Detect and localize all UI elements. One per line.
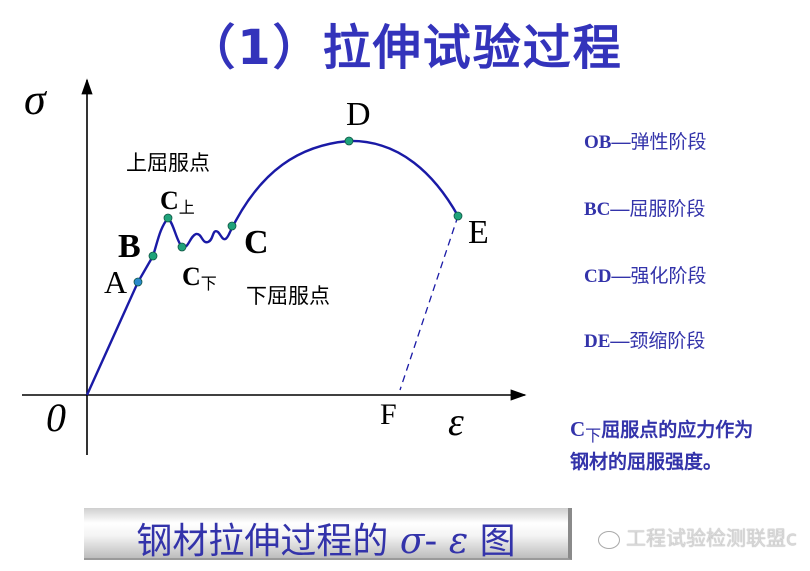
point-C-lower-label: C下 [182,262,217,293]
legend-item-cd: CD—强化阶段 [584,265,707,287]
point-B-label: B [118,228,141,265]
point-A-label: A [104,264,128,300]
stress-strain-curve [85,139,460,396]
legend-item-ob: OB—弹性阶段 [584,131,707,153]
origin-label: 0 [46,395,66,440]
point-F-label: F [380,398,397,431]
unloading-line [399,215,459,391]
caption-text: 钢材拉伸过程的 σ- ε 图 [136,521,516,562]
legend-item-bc: BC—屈服阶段 [584,198,706,220]
upper-yield-annotation: 上屈服点 [126,151,210,175]
epsilon-axis-label: ε [448,399,464,444]
point-D-marker [344,136,354,146]
point-B-marker [148,251,158,261]
point-C-upper-label: C上 [160,186,195,217]
point-C-marker [227,221,237,231]
point-C-upper-marker [163,213,173,223]
caption-banner: 钢材拉伸过程的 σ- ε 图 [84,508,572,562]
lower-yield-annotation: 下屈服点 [246,284,330,308]
point-C-lower-marker [177,242,187,252]
sigma-axis-label: σ [24,75,46,124]
point-C-label: C [244,224,269,261]
point-E-marker [453,211,463,221]
point-E-label: E [468,214,489,251]
watermark: 工程试验检测联盟c [598,522,797,551]
point-A-marker [133,277,143,287]
point-D-label: D [346,96,371,133]
yield-strength-note: C下屈服点的应力作为 钢材的屈服强度。 [570,417,754,473]
slide-title: （1）拉伸试验过程 [187,20,623,76]
legend-item-de: DE—颈缩阶段 [584,330,706,352]
wechat-icon [598,530,620,549]
